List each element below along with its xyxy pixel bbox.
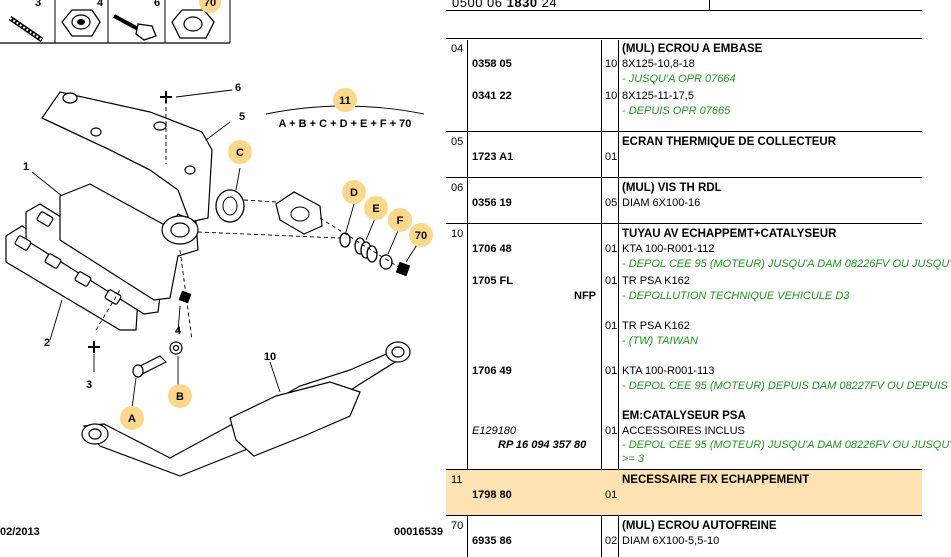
bolt-3-thumb-icon [8, 15, 44, 43]
table-row[interactable]: 04 (MUL) ECROU A EMBASE 0358 05 10 8X125… [446, 40, 922, 132]
thumb-label-70: 70 [204, 0, 216, 9]
part-qty: 01 [605, 275, 618, 287]
part-code[interactable]: 1705 FL [472, 275, 513, 287]
callout-d: D [350, 187, 358, 199]
callout-c: C [236, 147, 244, 159]
part-qty: 01 [605, 365, 618, 377]
stud-a-drawing [132, 341, 183, 378]
row-subtitle: EM:CATALYSEUR PSA [622, 410, 746, 422]
callout-10: 10 [264, 351, 276, 363]
reference-bar: 0500 06 1830 24 [446, 0, 922, 11]
ecode: E129180 [472, 425, 517, 437]
part-qty: 01 [605, 489, 618, 501]
part-code[interactable]: 0341 22 [472, 90, 512, 102]
part-note: - (TW) TAIWAN [622, 335, 698, 347]
heat-shield-drawing [41, 91, 213, 223]
part-desc: TR PSA K162 [622, 320, 690, 332]
part-desc: TR PSA K162 [622, 275, 690, 287]
part-desc: 8X125-10,8-18 [622, 58, 695, 70]
part-qty: 01 [605, 151, 618, 163]
thumb-label-6: 6 [154, 0, 160, 9]
row-title: (MUL) ECROU AUTOFREINE [622, 520, 777, 532]
spring-washer-drawing [339, 232, 411, 277]
kit-formula: A + B + C + D + E + F + 70 [279, 118, 412, 130]
diagram-drawing: 3 4 6 70 1 2 3 4 5 6 10 11 C D E F 70 A … [0, 0, 443, 538]
callout-70: 70 [415, 230, 427, 242]
callout-4: 4 [175, 325, 182, 337]
part-code[interactable]: 0358 05 [472, 58, 512, 70]
callout-1: 1 [23, 161, 29, 173]
callout-6: 6 [235, 82, 241, 94]
thumb-label-3: 3 [35, 0, 41, 9]
thumb-label-4: 4 [97, 0, 104, 9]
row-title: TUYAU AV ECHAPPEMT+CATALYSEUR [622, 228, 837, 240]
callout-2: 2 [44, 337, 50, 349]
part-note: - DEPUIS OPR 07665 [622, 105, 731, 117]
exploded-diagram: 3 4 6 70 1 2 3 4 5 6 10 11 C D E F 70 A … [0, 0, 446, 557]
row-title: (MUL) VIS TH RDL [622, 182, 722, 194]
callout-11: 11 [339, 95, 351, 107]
reference-number: 0500 06 1830 24 [452, 0, 558, 10]
callout-b: B [176, 391, 184, 403]
screw-6-thumb-icon [113, 14, 157, 41]
part-qty: 05 [605, 197, 618, 209]
part-note: >= 3 [622, 453, 645, 465]
nut-70-thumb-icon [171, 9, 215, 39]
row-index: 04 [451, 43, 464, 55]
row-index: 06 [451, 182, 464, 194]
row-index: 11 [451, 474, 463, 486]
table-row[interactable]: 70 (MUL) ECROU AUTOFREINE 6935 86 02 DIA… [446, 516, 922, 557]
diagram-code: 00016539 [394, 526, 443, 538]
catalyst-pipe-drawing [81, 341, 411, 477]
row-title: (MUL) ECROU A EMBASE [622, 43, 763, 55]
diagram-date: 02/2013 [0, 526, 40, 538]
part-code[interactable]: 0356 19 [472, 197, 512, 209]
callout-3: 3 [86, 379, 92, 391]
part-code[interactable]: 1706 49 [472, 365, 512, 377]
nut-4-thumb-icon [61, 9, 101, 37]
part-note: - JUSQU'A OPR 07664 [622, 73, 736, 85]
nfp-flag: NFP [574, 290, 596, 302]
part-qty: 01 [605, 320, 618, 332]
part-qty: 02 [605, 535, 618, 547]
part-desc: DIAM 6X100-16 [622, 197, 701, 209]
row-title: ECRAN THERMIQUE DE COLLECTEUR [622, 136, 837, 148]
parts-table: 0500 06 1830 24 04 (MUL) ECROU A EMBASE … [446, 0, 951, 557]
exhaust-manifold-drawing [59, 183, 199, 301]
row-index: 10 [451, 228, 464, 240]
part-qty: 01 [605, 243, 618, 255]
part-desc: KTA 100-R001-112 [622, 243, 715, 255]
row-index: 70 [451, 520, 464, 532]
part-qty: 01 [605, 425, 618, 437]
part-desc: ACCESSOIRES INCLUS [622, 425, 745, 437]
part-note: - DEPOL CEE 95 (MOTEUR) JUSQU'A DAM 0822… [622, 258, 951, 270]
table-row[interactable]: 06 (MUL) VIS TH RDL 0356 19 05 DIAM 6X10… [446, 178, 922, 224]
part-qty: 10 [605, 90, 618, 102]
callout-f: F [397, 215, 404, 227]
part-code[interactable]: 6935 86 [472, 535, 512, 547]
part-note: - DEPOL CEE 95 (MOTEUR) DEPUIS DAM 08227… [622, 380, 948, 392]
part-note: - DEPOLLUTION TECHNIQUE VEHICULE D3 [622, 290, 850, 302]
row-index: 05 [451, 136, 464, 148]
row-title: NECESSAIRE FIX ECHAPPEMENT [622, 474, 810, 486]
part-qty: 10 [605, 58, 618, 70]
part-code[interactable]: 1723 A1 [472, 151, 514, 163]
part-code[interactable]: 1798 80 [472, 489, 512, 501]
part-desc: DIAM 6X100-5,5-10 [622, 535, 720, 547]
table-row[interactable]: 05 ECRAN THERMIQUE DE COLLECTEUR 1723 A1… [446, 132, 922, 178]
part-desc: 8X125-11-17,5 [622, 90, 694, 102]
callout-5: 5 [239, 111, 245, 123]
part-code[interactable]: 1706 48 [472, 243, 512, 255]
rp-code[interactable]: RP 16 094 357 80 [498, 439, 587, 451]
table-row[interactable]: 10 TUYAU AV ECHAPPEMT+CATALYSEUR 1706 48… [446, 224, 951, 470]
table-row-selected[interactable]: 11 NECESSAIRE FIX ECHAPPEMENT 1798 80 01 [446, 470, 922, 516]
callout-e: E [372, 203, 379, 215]
callout-a: A [128, 413, 136, 425]
part-desc: KTA 100-R001-113 [622, 365, 715, 377]
gasket-c-drawing [215, 189, 245, 223]
part-note: - DEPOL CEE 95 (MOTEUR) JUSQU'A DAM 0822… [622, 439, 951, 451]
